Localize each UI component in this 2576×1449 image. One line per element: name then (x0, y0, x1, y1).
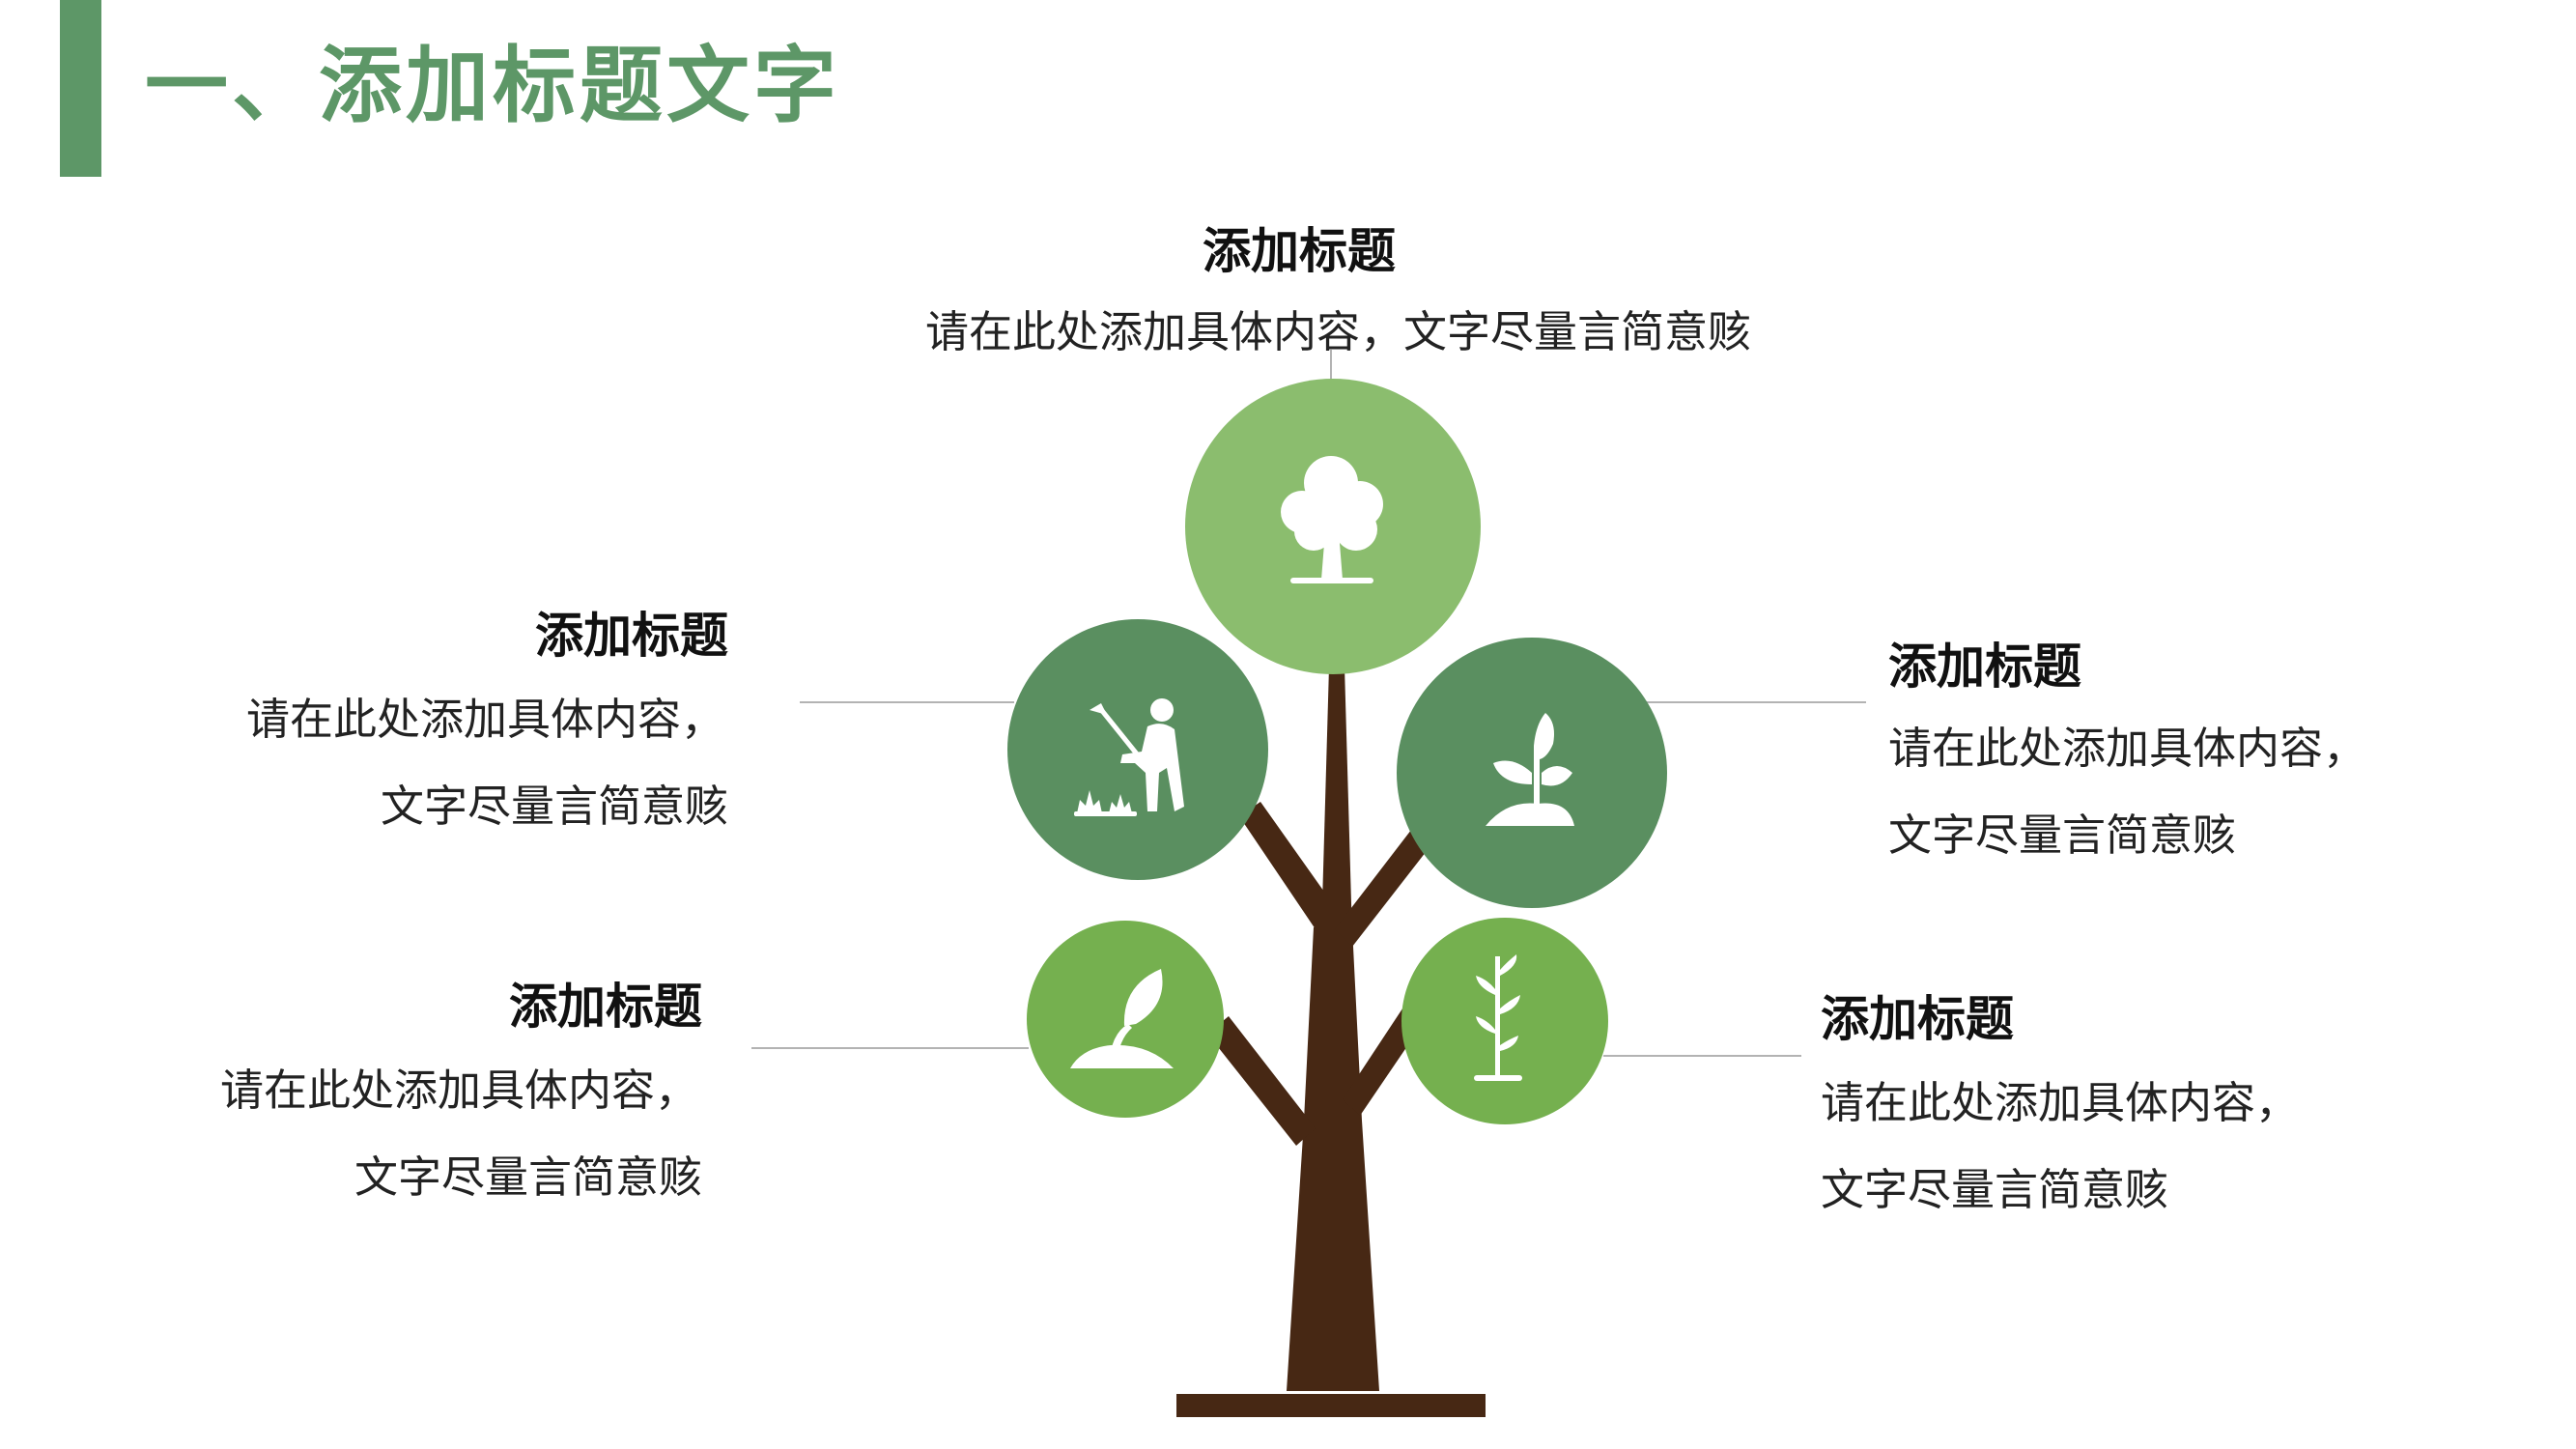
left-upper-desc-line2: 文字尽量言简意赅 (380, 781, 728, 832)
right-lower-heading: 添加标题 (1821, 991, 2014, 1047)
right-lower-desc-line2: 文字尽量言简意赅 (1821, 1164, 2169, 1215)
leaf-seedling-icon (1070, 969, 1174, 1068)
right-lower-desc-line1: 请在此处添加具体内容， (1821, 1077, 2300, 1128)
circle-left-upper (1007, 619, 1268, 880)
left-lower-desc-line2: 文字尽量言简意赅 (354, 1151, 702, 1203)
gardener-icon (1074, 698, 1184, 816)
plant-icon (1474, 954, 1522, 1081)
right-upper-desc-line1: 请在此处添加具体内容， (1888, 723, 2367, 774)
slide-title: 一、添加标题文字 (145, 38, 840, 134)
top-heading: 添加标题 (1203, 223, 1396, 279)
top-desc: 请在此处添加具体内容，文字尽量言简意赅 (925, 306, 1752, 357)
tree-icon (1281, 456, 1383, 583)
right-upper-desc-line2: 文字尽量言简意赅 (1888, 810, 2237, 861)
left-upper-desc-line1: 请在此处添加具体内容， (246, 694, 725, 745)
title-accent-bar (60, 0, 101, 177)
left-lower-desc-line1: 请在此处添加具体内容， (220, 1065, 699, 1116)
circle-right-lower (1401, 918, 1608, 1124)
sprout-icon (1486, 713, 1574, 826)
left-lower-heading: 添加标题 (509, 979, 702, 1035)
tree-trunk (1176, 667, 1486, 1417)
left-upper-heading: 添加标题 (535, 608, 728, 664)
right-upper-heading: 添加标题 (1888, 639, 2081, 695)
